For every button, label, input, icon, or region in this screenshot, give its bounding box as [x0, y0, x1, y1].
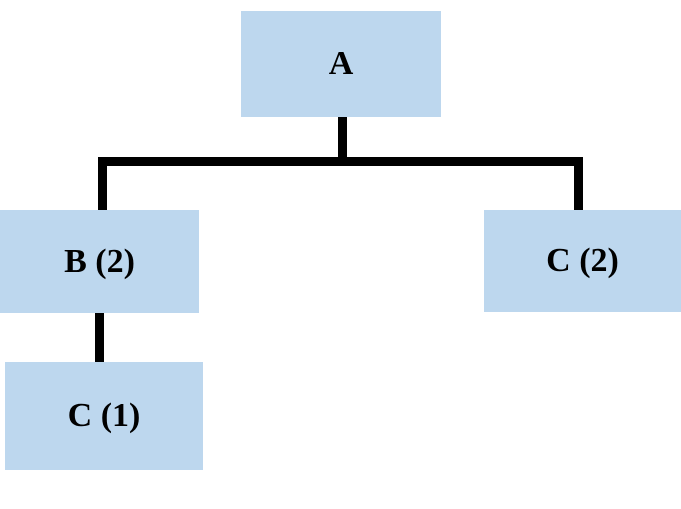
node-c1-label: C (1): [67, 397, 141, 434]
node-b2-label: B (2): [64, 242, 135, 280]
edge-horizontal-bus: [98, 157, 583, 166]
node-a-label: A: [328, 45, 354, 82]
node-c2[interactable]: C (2): [484, 210, 681, 312]
node-c1[interactable]: C (1): [5, 362, 203, 470]
node-c2-label: C (2): [546, 242, 619, 279]
node-b2[interactable]: B (2): [0, 210, 199, 313]
edge-bus-to-c2: [574, 157, 583, 213]
edge-bus-to-b2: [98, 157, 107, 213]
edge-b2-to-c1: [95, 311, 104, 364]
node-a[interactable]: A: [241, 11, 441, 117]
edge-a-to-bus: [338, 116, 347, 164]
